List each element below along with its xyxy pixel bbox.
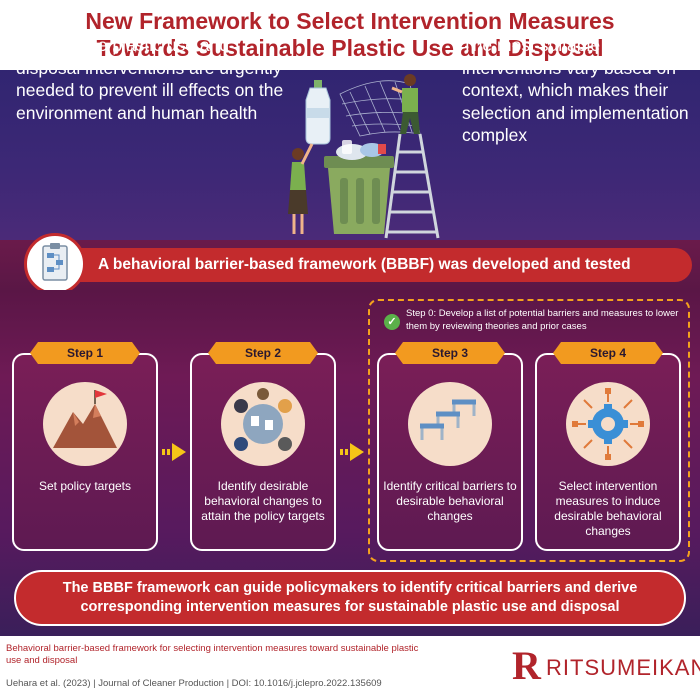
hurdles-icon	[408, 382, 492, 466]
trash-bin-icon	[324, 156, 394, 234]
step0-dashed-group	[368, 299, 690, 562]
title-line-1: New Framework to Select Intervention Mea…	[85, 8, 615, 34]
gear-circuit-icon	[566, 382, 650, 466]
ritsumeikan-logo-mark: R	[512, 643, 541, 688]
woman-figure-icon	[288, 143, 314, 234]
arrow-right-icon	[340, 443, 364, 461]
mountain-flag-icon	[43, 382, 127, 466]
step-3-text: Identify critical barriers to desirable …	[383, 479, 517, 523]
step0-text: Step 0: Develop a list of potential barr…	[406, 308, 679, 332]
man-figure-icon	[391, 74, 420, 134]
clipboard-flowchart-icon	[24, 233, 86, 295]
step-4-text: Select intervention measures to induce d…	[554, 479, 662, 538]
arrow-right-icon	[162, 443, 186, 461]
ritsumeikan-logo-text: RITSUMEIKAN	[546, 655, 700, 680]
footer	[0, 636, 700, 700]
paper-title: Behavioral barrier-based framework for s…	[6, 643, 419, 666]
step-1-label: Step 1	[30, 342, 140, 364]
meeting-table-icon	[221, 382, 305, 466]
intro-right-text: The most suitable interventions vary bas…	[462, 35, 689, 145]
intro-left-text: Sustainable plastic use and disposal int…	[16, 35, 284, 123]
title-line-2: Towards Sustainable Plastic Use and Disp…	[96, 35, 604, 61]
framework-banner-text: A behavioral barrier-based framework (BB…	[98, 256, 631, 273]
step-2-text: Identify desirable behavioral changes to…	[201, 479, 325, 523]
recycling-illustration	[288, 74, 440, 239]
paper-citation: Uehara et al. (2023) | Journal of Cleane…	[6, 678, 382, 689]
framework-banner-bar	[62, 248, 692, 282]
step-2-label: Step 2	[208, 342, 318, 364]
conclusion-line-2: corresponding intervention measures for …	[80, 599, 620, 615]
conclusion-line-1: The BBBF framework can guide policymaker…	[62, 580, 638, 596]
bottle-icon	[305, 80, 331, 145]
title-header: New Framework to Select Intervention Mea…	[0, 0, 700, 70]
step-4-label: Step 4	[553, 342, 663, 364]
ladder-icon	[384, 133, 440, 239]
step-1-text: Set policy targets	[38, 479, 132, 493]
step-3-label: Step 3	[395, 342, 505, 364]
check-icon: ✓	[384, 314, 400, 330]
plastic-waste-icon	[336, 140, 386, 160]
conclusion-statement: The BBBF framework can guide policymaker…	[14, 570, 686, 626]
